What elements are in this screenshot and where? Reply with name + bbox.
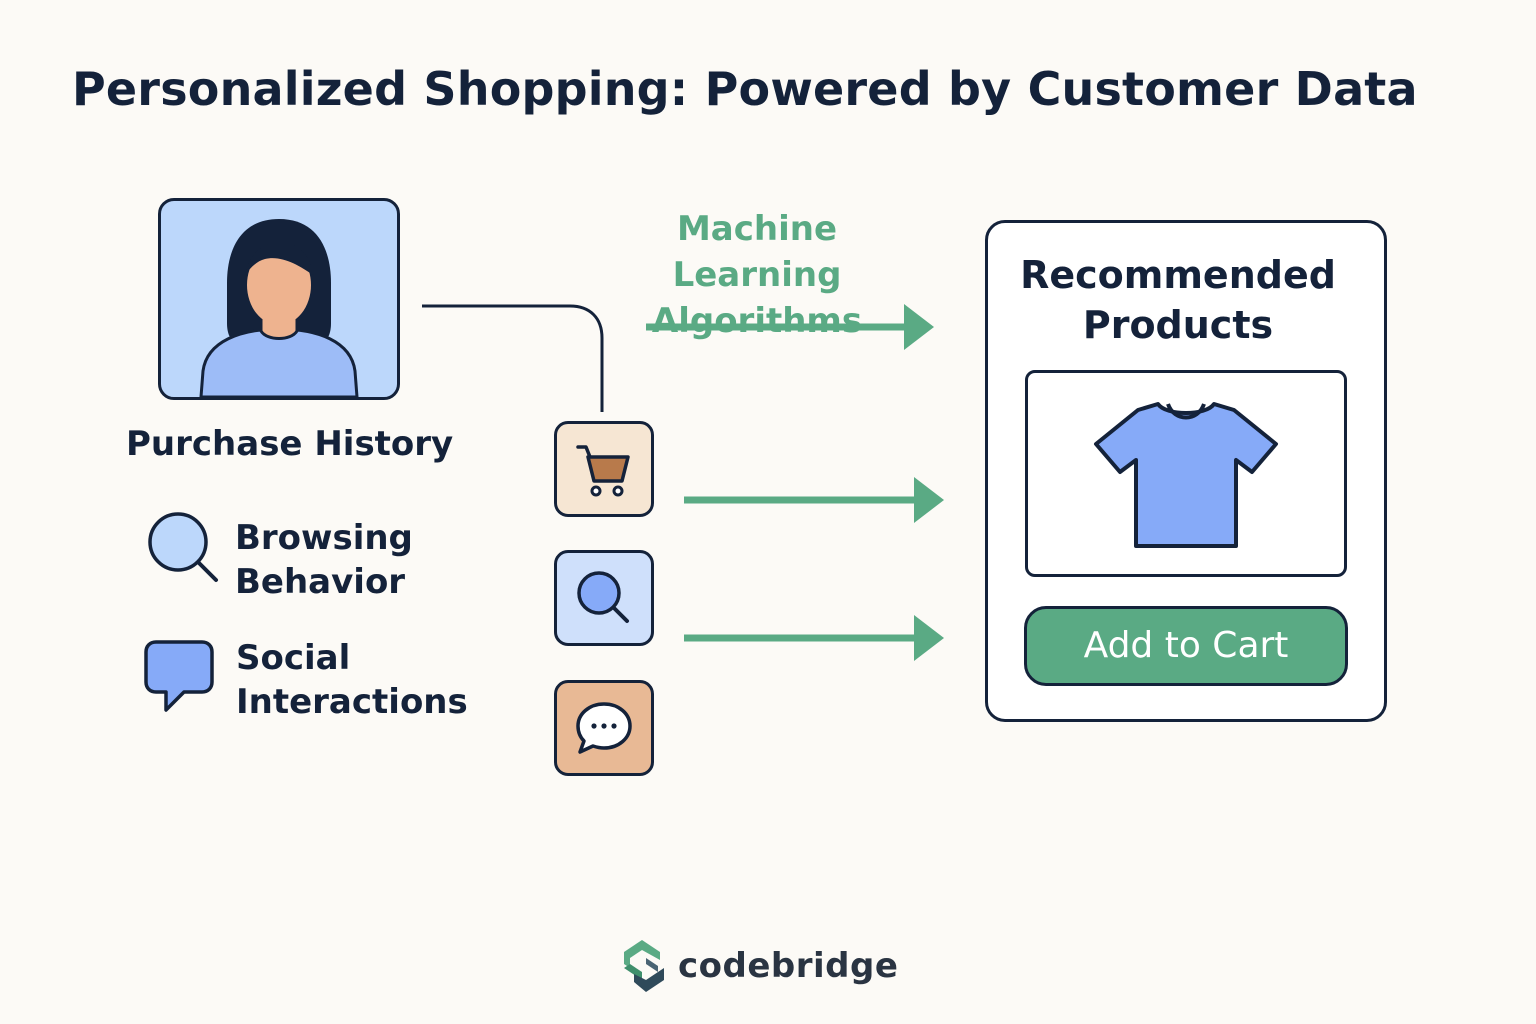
page-title: Personalized Shopping: Powered by Custom… <box>72 62 1418 116</box>
browsing-behavior-label: Browsing Behavior <box>235 518 413 602</box>
add-to-cart-button[interactable]: Add to Cart <box>1024 606 1348 686</box>
person-avatar-icon <box>199 219 359 397</box>
product-image[interactable] <box>1025 370 1347 577</box>
chat-bubble-icon <box>576 702 632 754</box>
arrow-right-icon <box>684 477 944 523</box>
shopping-cart-icon <box>576 445 630 497</box>
brand-name: codebridge <box>678 946 899 986</box>
arrow-right-icon <box>684 615 944 661</box>
purchase-history-label: Purchase History <box>126 424 454 464</box>
search-icon <box>577 571 629 623</box>
codebridge-logo-icon <box>624 940 664 992</box>
cart-tile <box>554 421 654 517</box>
search-tile <box>554 550 654 646</box>
customer-avatar <box>158 198 400 400</box>
recommended-products-title: Recommended Products <box>1020 253 1336 347</box>
social-interactions-label: Social Interactions <box>236 638 468 722</box>
speech-bubble-icon <box>144 638 216 720</box>
t-shirt-icon <box>1094 401 1278 548</box>
arrow-right-icon <box>646 304 934 350</box>
machine-learning-label: Machine Learning Algorithms <box>651 209 863 341</box>
chat-tile <box>554 680 654 776</box>
magnifier-icon <box>144 508 224 592</box>
brand-footer: codebridge <box>622 938 898 994</box>
